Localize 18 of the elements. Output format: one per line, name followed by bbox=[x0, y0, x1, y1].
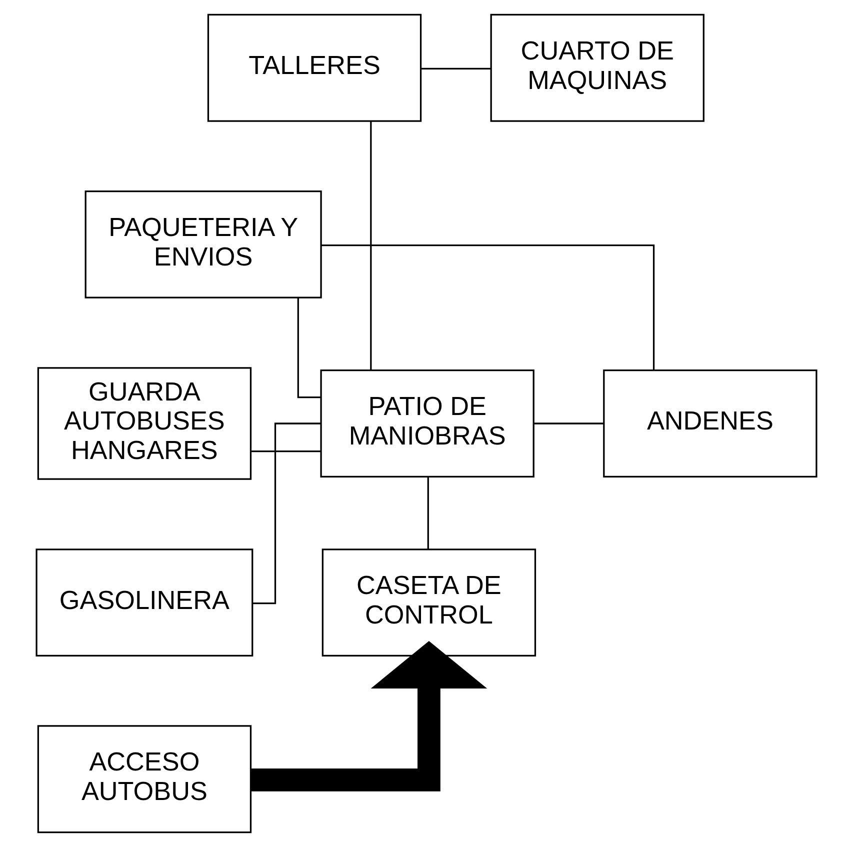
connector bbox=[252, 422, 321, 604]
connector bbox=[297, 298, 321, 398]
node-box: GASOLINERA bbox=[36, 548, 254, 656]
node-box: PAQUETERIA Y ENVIOS bbox=[84, 190, 322, 298]
connector bbox=[321, 244, 655, 370]
connector bbox=[534, 422, 604, 424]
node-box: TALLERES bbox=[207, 14, 422, 122]
node-box: ACCESO AUTOBUS bbox=[37, 725, 252, 834]
connector bbox=[421, 68, 491, 70]
node-box: ANDENES bbox=[603, 370, 818, 478]
node-box: CUARTO DE MAQUINAS bbox=[490, 14, 704, 122]
node-box: CASETA DE CONTROL bbox=[322, 548, 536, 656]
connector bbox=[251, 450, 321, 452]
connector bbox=[370, 121, 372, 370]
node-box: GUARDA AUTOBUSES HANGARES bbox=[37, 367, 252, 480]
connector bbox=[427, 476, 429, 550]
node-box: PATIO DE MANIOBRAS bbox=[320, 370, 534, 478]
arrow bbox=[251, 640, 488, 792]
